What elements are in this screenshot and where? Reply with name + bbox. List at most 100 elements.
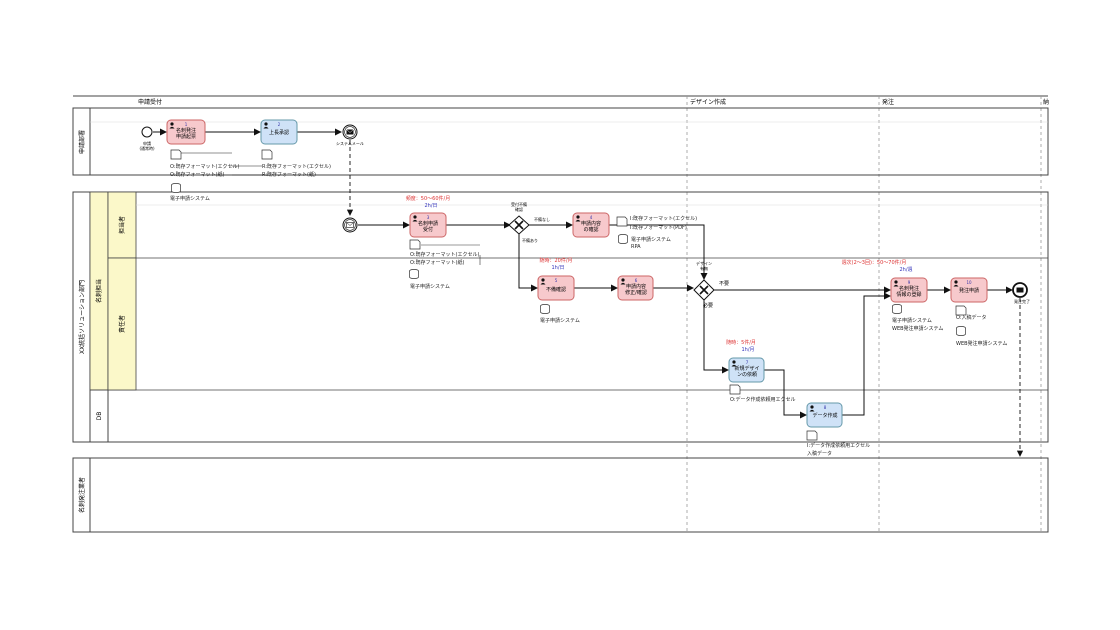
task-number: 6 (635, 278, 638, 283)
pool-department: XX統括ソリューション部門 名刺担当 担当者 責任者 DB (72, 191, 1049, 443)
task-label: 申請内容 (581, 220, 601, 227)
gateway-label: 必要 (703, 302, 713, 309)
duration-note: 1h/月 (741, 347, 754, 353)
phase-label: デザイン作成 (690, 98, 726, 106)
data-store-label: 電子申請システム (631, 236, 671, 243)
gateway-1[interactable] (508, 215, 530, 235)
task-label: 上長承認 (269, 129, 289, 136)
intermediate-message-event[interactable] (342, 124, 358, 140)
duration-note: 2h/日 (424, 203, 437, 209)
document-icon (616, 216, 628, 227)
task-5[interactable]: 5 不備確認 (537, 275, 575, 301)
task-number: 2 (278, 122, 281, 127)
duration-note: 1h/日 (551, 265, 564, 271)
task-label: 新規デザイ (734, 365, 759, 372)
task-8[interactable]: 8 データ作成 (806, 402, 843, 428)
data-store-label: 電子申請システム (170, 195, 210, 202)
gateway-label: 有無 (700, 265, 708, 271)
task-number: 4 (590, 215, 593, 220)
gateway-label: 確認 (515, 206, 523, 212)
task-number: 8 (824, 405, 827, 410)
artifacts: O:既存フォーマット(エクセル) O:既存フォーマット(紙) 電子申請システム … (170, 149, 1007, 457)
start-event[interactable] (141, 126, 153, 138)
start-event-sublabel: (通常時) (139, 145, 155, 151)
data-object-label: R:既存フォーマット(エクセル) (262, 163, 331, 170)
task-number: 9 (908, 280, 911, 285)
task-number: 1 (185, 122, 188, 127)
data-object-label: O:データ作成依頼用エクセル (730, 396, 796, 403)
end-event-label: 発注完了 (1014, 298, 1030, 304)
data-object-label: R:既存フォーマット(紙) (262, 171, 316, 178)
task-1[interactable]: 1 名刺発注 申請起票 (166, 119, 206, 145)
task-3[interactable]: 3 名刺申請 受付 (409, 212, 447, 238)
sequence-flows (153, 128, 1013, 419)
task-label: 名刺発注 (176, 127, 196, 134)
data-object-label: O:既存フォーマット(エクセル) (410, 251, 479, 258)
lane-label: 担当者 (118, 216, 126, 234)
task-6[interactable]: 6 申請内容 修正/確認 (617, 275, 654, 301)
task-number: 3 (427, 215, 430, 220)
task-label: ンの依頼 (737, 371, 757, 378)
data-associations (181, 152, 262, 176)
task-9[interactable]: 9 名刺発注 情報の登録 (890, 277, 928, 303)
database-icon (618, 234, 628, 244)
document-icon (409, 239, 421, 250)
data-store-label: 電子申請システム (892, 317, 932, 324)
task-label: の確認 (583, 226, 598, 233)
data-store-label: RPA (631, 244, 641, 250)
sysmail-label: システムメール (336, 140, 364, 146)
start-event-label: 申請 (143, 140, 151, 146)
document-icon (955, 305, 967, 316)
database-icon (171, 183, 181, 193)
data-object-label: I:データ作成依頼用エクセル (807, 442, 870, 449)
task-label: 受付 (423, 226, 433, 233)
data-store-label: 電子申請システム (410, 283, 450, 290)
pool-label: 名刺発注業者 (78, 477, 86, 513)
message-flows (346, 140, 1024, 457)
task-number: 5 (555, 278, 558, 283)
data-object-label: I:既存フォーマット(PDF) (630, 224, 687, 231)
data-object-label: O:入稿データ (956, 314, 987, 321)
task-label: 名刺発注 (899, 285, 919, 292)
pool-applicant: 申請部署 (72, 107, 1049, 176)
gateway-label: デザイン (696, 260, 712, 266)
lane-label: DB (96, 412, 103, 421)
document-icon (261, 149, 273, 160)
frequency-note: 頻度：50～60件/月 (406, 195, 450, 202)
document-icon (729, 384, 741, 395)
frequency-note: 随時：20件/月 (539, 257, 572, 264)
task-label: 不備確認 (546, 286, 566, 293)
data-store-label: 電子申請システム (540, 317, 580, 324)
pool-label: XX統括ソリューション部門 (78, 280, 86, 354)
end-message-event[interactable] (1012, 282, 1028, 298)
gateway-label: 不要 (719, 281, 729, 287)
data-object-label: O:既存フォーマット(エクセル) (170, 163, 239, 170)
task-number: 7 (746, 360, 749, 365)
data-object-label: O:既存フォーマット(紙) (170, 171, 224, 178)
frequency-note: 週次(2～3回)：50～70件/月 (842, 259, 907, 266)
task-label: 申請起票 (176, 133, 196, 140)
pool-vendor: 名刺発注業者 (72, 457, 1049, 533)
task-7[interactable]: 7 新規デザイ ンの依頼 (728, 357, 765, 383)
gateway-label: 不備なし (534, 216, 550, 222)
database-icon (892, 304, 902, 314)
database-icon (540, 304, 550, 314)
document-icon (170, 149, 182, 160)
phase-separators (686, 96, 1042, 532)
database-icon (409, 269, 419, 279)
lane-group-label: 名刺担当 (95, 279, 103, 303)
task-label: 情報の登録 (896, 291, 921, 298)
task-2[interactable]: 2 上長承認 (260, 119, 298, 145)
task-label: 名刺申請 (418, 220, 438, 227)
data-store-label: WEB発注申請システム (892, 325, 943, 332)
phase-label: 納 (1043, 98, 1049, 106)
task-number: 10 (966, 280, 972, 285)
data-object-label: 入稿データ (807, 450, 832, 457)
task-label: 修正/確認 (625, 289, 647, 296)
gateway-2[interactable] (693, 279, 715, 301)
message-start-event[interactable] (342, 217, 358, 233)
document-icon (806, 430, 818, 441)
task-4[interactable]: 4 申請内容 の確認 (572, 212, 610, 238)
task-10[interactable]: 10 発注申請 (950, 277, 988, 303)
